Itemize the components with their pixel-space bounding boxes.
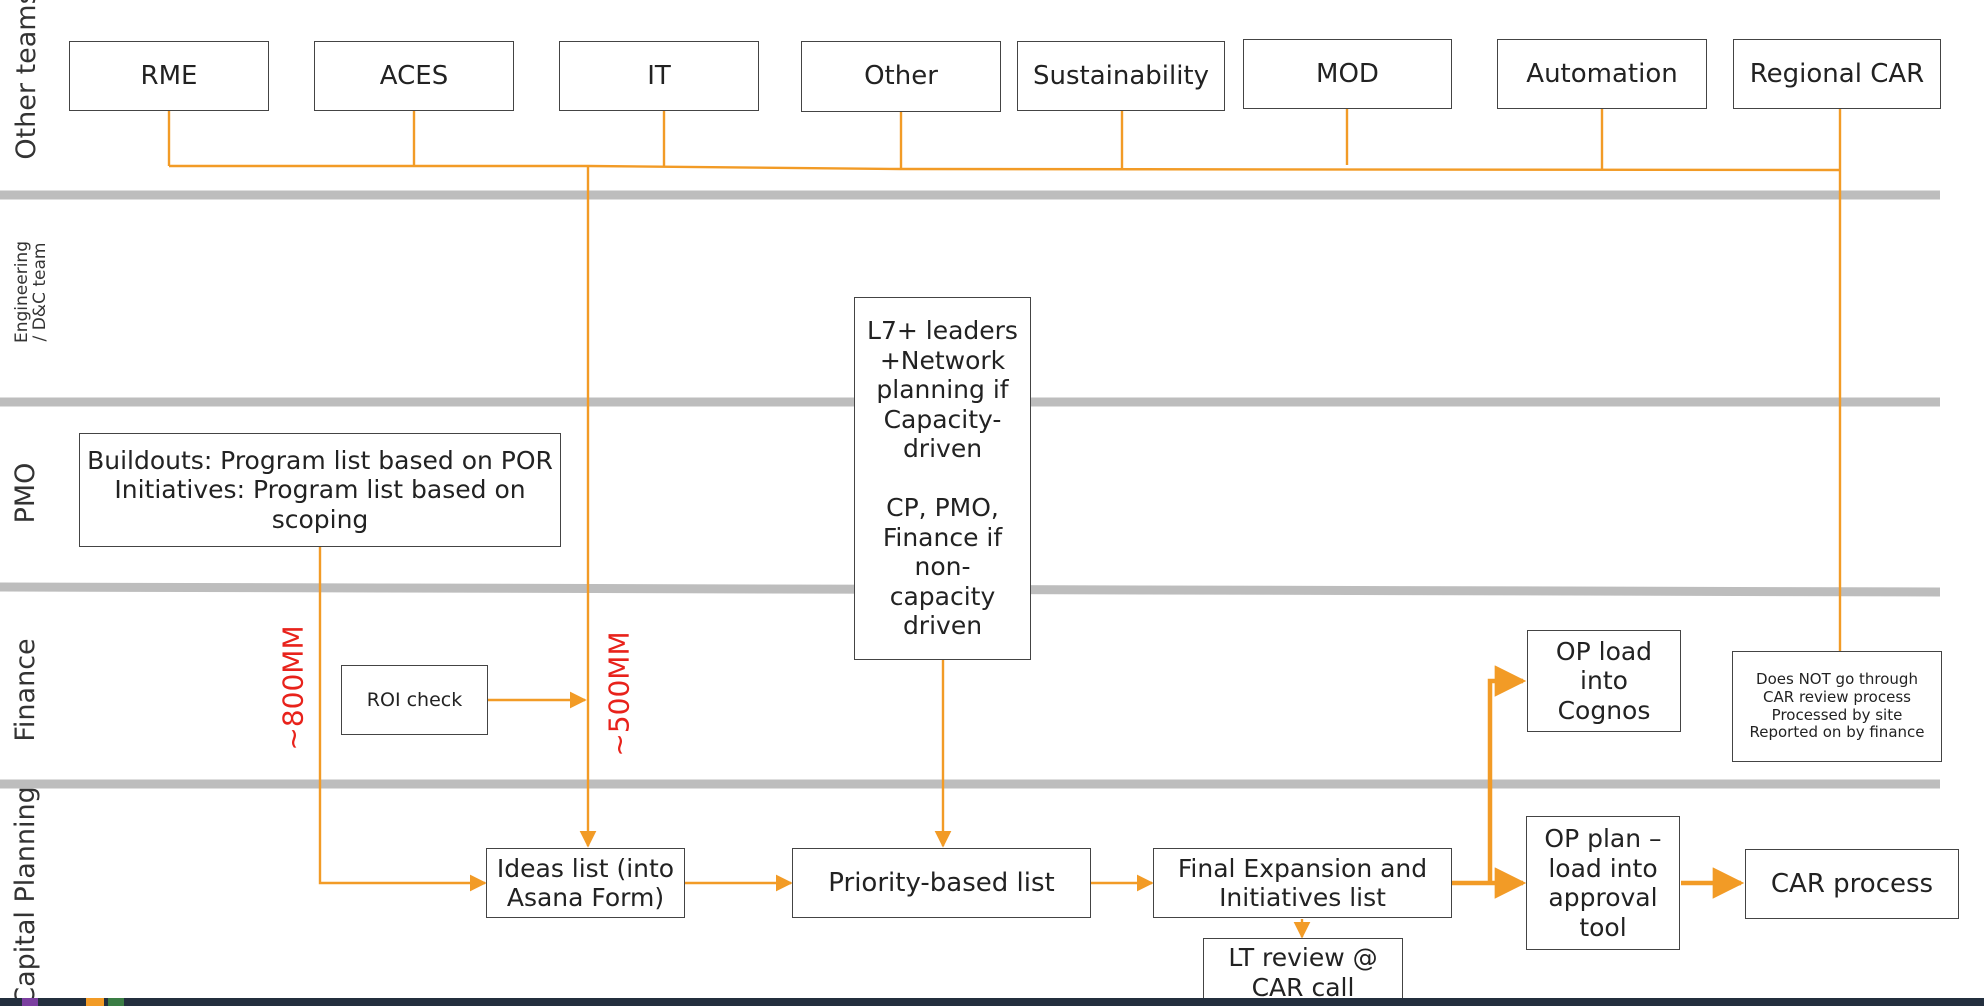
lane-label-other-teams: Other teams [10, 0, 42, 160]
leaders-box: L7+ leaders +Network planning if Capacit… [854, 297, 1031, 660]
lane-label-engineering: Engineering / D&C team [12, 241, 50, 343]
team-box-sustainability: Sustainability [1017, 41, 1225, 111]
team-box-other: Other [801, 41, 1001, 112]
op-plan-box: OP plan – load into approval tool [1526, 816, 1680, 950]
roi-check-box: ROI check [341, 665, 488, 735]
team-box-automation: Automation [1497, 39, 1707, 109]
footer-chip-green [108, 998, 124, 1006]
not-car-box: Does NOT go through CAR review process P… [1732, 651, 1942, 762]
team-box-aces: ACES [314, 41, 514, 111]
amount-label-500mm: ~500MM [602, 631, 636, 757]
team-box-it: IT [559, 41, 759, 111]
priority-list-box: Priority-based list [792, 848, 1091, 918]
lane-label-capital-planning: Capital Planning [9, 786, 41, 1006]
thick-connectors [1451, 665, 1745, 899]
lane-label-pmo: PMO [9, 462, 41, 524]
team-box-rme: RME [69, 41, 269, 111]
team-box-mod: MOD [1243, 39, 1452, 109]
team-bus [169, 164, 1841, 172]
program-list-box: Buildouts: Program list based on POR Ini… [79, 433, 561, 547]
final-list-box: Final Expansion and Initiatives list [1153, 848, 1452, 918]
op-load-box: OP load into Cognos [1527, 630, 1681, 732]
program-to-ideas [318, 546, 487, 892]
connectors [167, 109, 1842, 939]
footer-chip-purple [22, 998, 38, 1006]
footer-chip-orange [86, 998, 104, 1006]
final-to-op-load [1487, 665, 1527, 883]
team-box-regional-car: Regional CAR [1733, 39, 1941, 109]
car-process-box: CAR process [1745, 849, 1959, 919]
lt-review-box: LT review @ CAR call [1203, 938, 1403, 1006]
ideas-list-box: Ideas list (into Asana Form) [486, 848, 685, 918]
lane-label-finance: Finance [9, 638, 41, 742]
footer-bar [0, 998, 1984, 1006]
amount-label-800mm: ~800MM [276, 625, 310, 751]
